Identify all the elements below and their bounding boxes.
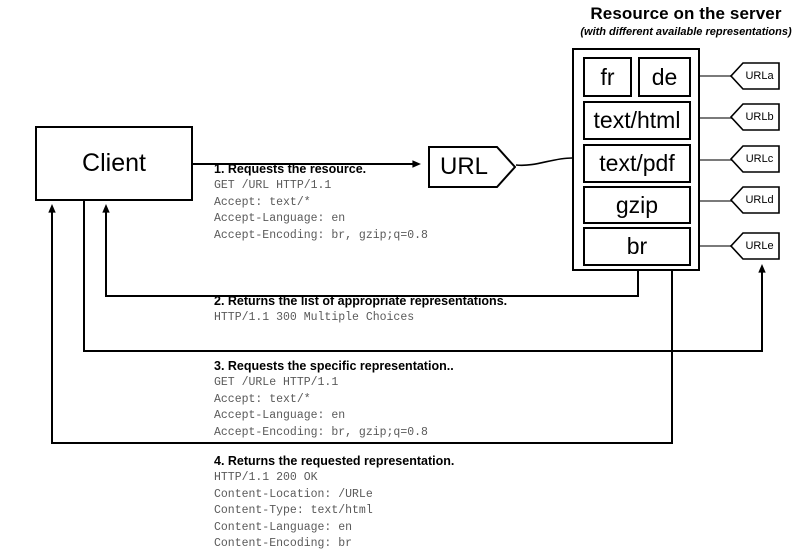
step-code: HTTP/1.1 300 Multiple Choices — [214, 311, 415, 324]
url-tag-d[interactable]: URLd — [730, 186, 780, 214]
representation-box-fr[interactable]: fr — [583, 57, 632, 97]
url-tag-pentagon-shape — [730, 62, 780, 90]
url-tag-label: URLc — [745, 153, 774, 165]
url-tag-c[interactable]: URLc — [730, 145, 780, 173]
step-title: 4. Returns the requested representation. — [214, 454, 455, 468]
url-tag-label: URLe — [745, 240, 774, 252]
representation-label: text/html — [593, 107, 681, 133]
url-tag-label: URLa — [745, 70, 774, 82]
representation-box-br[interactable]: br — [583, 227, 691, 266]
url-tag-pentagon-shape — [730, 103, 780, 131]
representation-box-text-pdf[interactable]: text/pdf — [583, 144, 691, 183]
representation-label: de — [651, 63, 678, 90]
url-node[interactable]: URL — [428, 146, 516, 188]
step-3-annotation: 3. Requests the specific representation.… — [214, 359, 454, 441]
step-code: GET /URLe HTTP/1.1 Accept: text/* Accept… — [214, 376, 428, 439]
url-tag-e[interactable]: URLe — [730, 232, 780, 260]
representation-box-text-html[interactable]: text/html — [583, 101, 691, 140]
url-tag-pentagon-shape — [730, 145, 780, 173]
representation-label: br — [626, 233, 648, 259]
step-title: 3. Requests the specific representation.… — [214, 359, 454, 373]
url-tag-label: URLb — [745, 111, 774, 123]
url-tag-label: URLd — [745, 194, 774, 206]
representation-label: text/pdf — [599, 150, 675, 176]
server-subtitle: (with different available representation… — [580, 26, 792, 38]
url-tag-pentagon-shape — [730, 186, 780, 214]
representation-box-de[interactable]: de — [638, 57, 691, 97]
step-code: HTTP/1.1 200 OK Content-Location: /URLe … — [214, 471, 373, 550]
client-label: Client — [82, 149, 146, 177]
step-code: GET /URL HTTP/1.1 Accept: text/* Accept-… — [214, 179, 428, 242]
step-4-annotation: 4. Returns the requested representation.… — [214, 454, 454, 553]
step-2-annotation: 2. Returns the list of appropriate repre… — [214, 294, 507, 327]
representation-label: gzip — [615, 191, 659, 218]
step-title: 2. Returns the list of appropriate repre… — [214, 294, 508, 308]
url-pentagon-shape — [428, 146, 516, 188]
representation-box-gzip[interactable]: gzip — [583, 186, 691, 224]
url-tag-pentagon-shape — [730, 232, 780, 260]
url-node-label: URL — [439, 153, 488, 180]
url-tag-a[interactable]: URLa — [730, 62, 780, 90]
step-1-annotation: 1. Requests the resource. GET /URL HTTP/… — [214, 162, 428, 244]
url-tag-b[interactable]: URLb — [730, 103, 780, 131]
representation-label: fr — [600, 63, 615, 90]
server-title-block: Resource on the server (with different a… — [571, 4, 801, 38]
server-title: Resource on the server — [590, 4, 782, 23]
client-node[interactable]: Client — [35, 126, 193, 201]
step-title: 1. Requests the resource. — [214, 162, 367, 176]
flow-line-url-to-resource — [515, 157, 573, 167]
